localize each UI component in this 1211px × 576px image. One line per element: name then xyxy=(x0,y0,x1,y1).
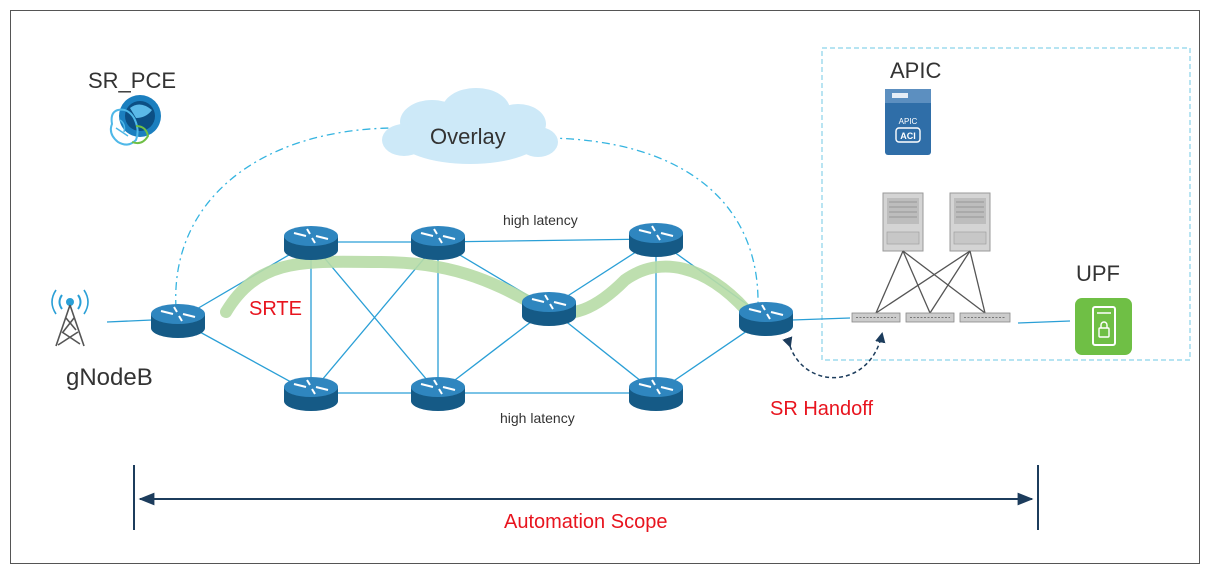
apic-server-icon: APIC ACI xyxy=(885,89,931,155)
router-icon xyxy=(628,222,684,258)
outer-frame xyxy=(10,10,1200,564)
datacenter-boundary xyxy=(821,47,1191,361)
sr-handoff-label: SR Handoff xyxy=(770,398,874,420)
switch-icon xyxy=(959,312,1011,323)
high-latency-bottom-label: high latency xyxy=(500,410,575,426)
switch-icon xyxy=(949,192,991,252)
switch-icon xyxy=(882,192,924,252)
upf-device-icon xyxy=(1075,298,1132,355)
svg-text:APIC: APIC xyxy=(899,117,918,126)
overlay-arc-left xyxy=(175,127,393,309)
brain-globe-icon xyxy=(109,95,161,146)
router-icon xyxy=(521,291,577,327)
svg-text:ACI: ACI xyxy=(900,131,916,141)
upf-label: UPF xyxy=(1076,261,1120,286)
automation-scope-label: Automation Scope xyxy=(504,511,668,533)
switch-icon xyxy=(851,312,901,323)
sr-pce-label: SR_PCE xyxy=(88,68,177,93)
cloud-icon xyxy=(382,88,558,164)
gnodeb-label: gNodeB xyxy=(66,364,153,391)
overlay-arc-right xyxy=(547,137,759,307)
antenna-tower-icon xyxy=(51,289,89,347)
router-icon xyxy=(150,303,206,339)
router-icon xyxy=(738,301,794,337)
apic-label: APIC xyxy=(890,58,942,83)
automation-scope-arrow xyxy=(133,465,1039,530)
router-icon xyxy=(410,376,466,412)
sr-handoff-arrow xyxy=(782,331,886,379)
router-icon xyxy=(283,225,339,261)
srte-label: SRTE xyxy=(249,298,302,320)
router-icon xyxy=(410,225,466,261)
router-icon xyxy=(283,376,339,412)
switch-icon xyxy=(905,312,955,323)
high-latency-top-label: high latency xyxy=(503,212,578,228)
fabric-links xyxy=(875,250,986,314)
srte-path xyxy=(220,255,752,320)
overlay-label: Overlay xyxy=(430,124,506,149)
router-icon xyxy=(628,376,684,412)
